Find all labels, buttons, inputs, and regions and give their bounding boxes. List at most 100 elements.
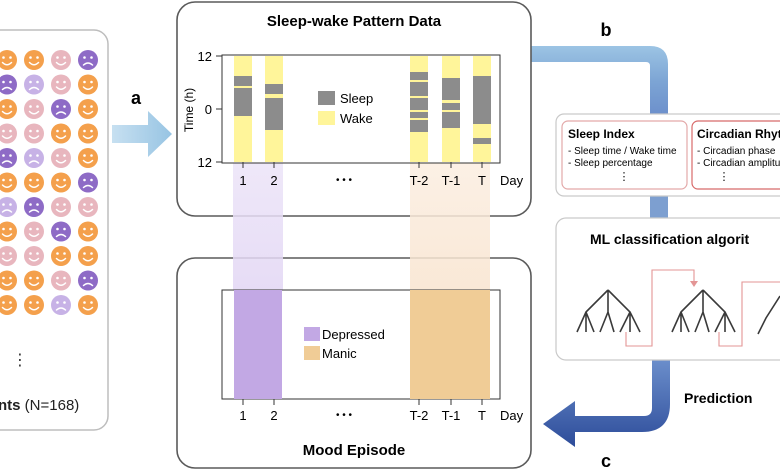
patient-face-icon xyxy=(78,74,98,95)
patient-face-icon xyxy=(51,221,71,242)
patient-face-icon xyxy=(0,99,17,119)
sleep-index-item-2: - Sleep percentage xyxy=(568,158,653,169)
mood-panel-title: Mood Episode xyxy=(303,442,406,459)
patient-face-icon xyxy=(0,50,17,70)
prediction-label: Prediction xyxy=(684,390,752,406)
label-c: c xyxy=(601,451,611,470)
patient-face-icon xyxy=(51,270,71,291)
day-bar xyxy=(265,56,283,162)
patient-face-icon xyxy=(51,123,71,144)
tree-connector-1 xyxy=(625,269,695,347)
patients-caption-count: (N=168) xyxy=(21,397,80,414)
patient-face-icon xyxy=(78,172,98,193)
patient-face-icon xyxy=(51,246,71,266)
tree-connector-2 xyxy=(718,281,780,347)
patient-face-icon xyxy=(78,270,98,291)
patient-face-icon xyxy=(0,270,17,291)
label-a: a xyxy=(131,88,142,108)
arrow-a xyxy=(112,111,172,157)
x-tick-label: 2 xyxy=(270,408,277,423)
legend-manic-swatch xyxy=(304,346,320,360)
legend-wake-swatch xyxy=(318,111,335,125)
patient-face-icon xyxy=(24,295,44,315)
sleep-panel-title: Sleep-wake Pattern Data xyxy=(267,13,442,30)
patient-face-icon xyxy=(51,74,71,95)
label-b: b xyxy=(601,20,612,40)
x-tick-label: 1 xyxy=(239,173,246,188)
patient-face-icon xyxy=(0,148,17,168)
patient-face-icon xyxy=(24,197,44,217)
mood-x-axis-label: Day xyxy=(500,408,524,423)
patients-panel: ⋮ nts (N=168) xyxy=(0,29,109,431)
patient-face-icon xyxy=(0,197,17,217)
patient-face-icon xyxy=(0,172,17,193)
tree-connectors xyxy=(625,269,780,347)
patient-face-icon xyxy=(78,221,98,242)
y-axis-label: Time (h) xyxy=(182,88,196,132)
legend-sleep-label: Sleep xyxy=(340,91,373,106)
patient-face-icon xyxy=(51,172,71,193)
patient-face-icon xyxy=(0,246,17,266)
tree-3 xyxy=(757,295,780,335)
patient-face-icon xyxy=(78,123,98,144)
patient-face-icon xyxy=(78,50,98,70)
patient-faces-grid xyxy=(0,50,98,315)
legend-manic-label: Manic xyxy=(322,346,357,361)
patient-face-icon xyxy=(0,295,17,315)
circadian-item-2: - Circadian amplitu xyxy=(697,158,780,169)
day-bar xyxy=(442,56,460,162)
ml-panel-title: ML classification algorit xyxy=(590,231,750,247)
depressed-band xyxy=(234,290,282,399)
tree-2 xyxy=(671,289,736,333)
patient-face-icon xyxy=(51,99,71,119)
patient-face-icon xyxy=(0,221,17,242)
x-tick-label: T-2 xyxy=(410,173,429,188)
patient-face-icon xyxy=(0,123,17,144)
patient-face-icon xyxy=(24,74,44,95)
circadian-ellipsis: ⋮ xyxy=(719,171,730,183)
sleep-index-box xyxy=(561,120,688,190)
legend-depressed-swatch xyxy=(304,327,320,341)
x-tick-label: T xyxy=(478,408,486,423)
sleep-day-bars xyxy=(234,56,491,162)
legend-sleep-swatch xyxy=(318,91,335,105)
day-bar xyxy=(473,56,491,162)
patient-face-icon xyxy=(24,270,44,291)
patient-face-icon xyxy=(78,197,98,217)
circadian-title: Circadian Rhyt xyxy=(697,127,780,141)
circadian-item-1: - Circadian phase xyxy=(697,146,776,157)
patient-face-icon xyxy=(24,123,44,144)
patient-face-icon xyxy=(51,295,71,315)
arrow-b xyxy=(530,46,668,118)
day-bar xyxy=(234,56,252,162)
tree-connector-1-head xyxy=(690,281,698,287)
x-tick-label: T xyxy=(478,173,486,188)
patient-face-icon xyxy=(24,148,44,168)
arrow-c xyxy=(543,360,670,447)
patient-face-icon xyxy=(78,99,98,119)
sleep-x-axis-label: Day xyxy=(500,173,524,188)
manic-connector xyxy=(410,160,490,290)
x-tick-label: • • • xyxy=(336,175,353,186)
x-tick-label: T-1 xyxy=(442,408,461,423)
patient-face-icon xyxy=(0,74,17,95)
patient-face-icon xyxy=(24,172,44,193)
decision-trees xyxy=(576,289,780,335)
patients-caption-bold: nts xyxy=(0,397,21,414)
x-tick-label: • • • xyxy=(336,410,353,421)
legend-wake-label: Wake xyxy=(340,111,373,126)
patient-face-icon xyxy=(24,221,44,242)
patient-face-icon xyxy=(51,197,71,217)
x-tick-label: 1 xyxy=(239,408,246,423)
patients-caption: nts (N=168) xyxy=(0,397,79,414)
y-tick-label-bottom: 12 xyxy=(198,155,212,170)
legend-depressed-label: Depressed xyxy=(322,327,385,342)
x-tick-label: 2 xyxy=(270,173,277,188)
tree-1 xyxy=(576,289,641,333)
patient-face-icon xyxy=(51,50,71,70)
day-bar xyxy=(410,56,428,162)
